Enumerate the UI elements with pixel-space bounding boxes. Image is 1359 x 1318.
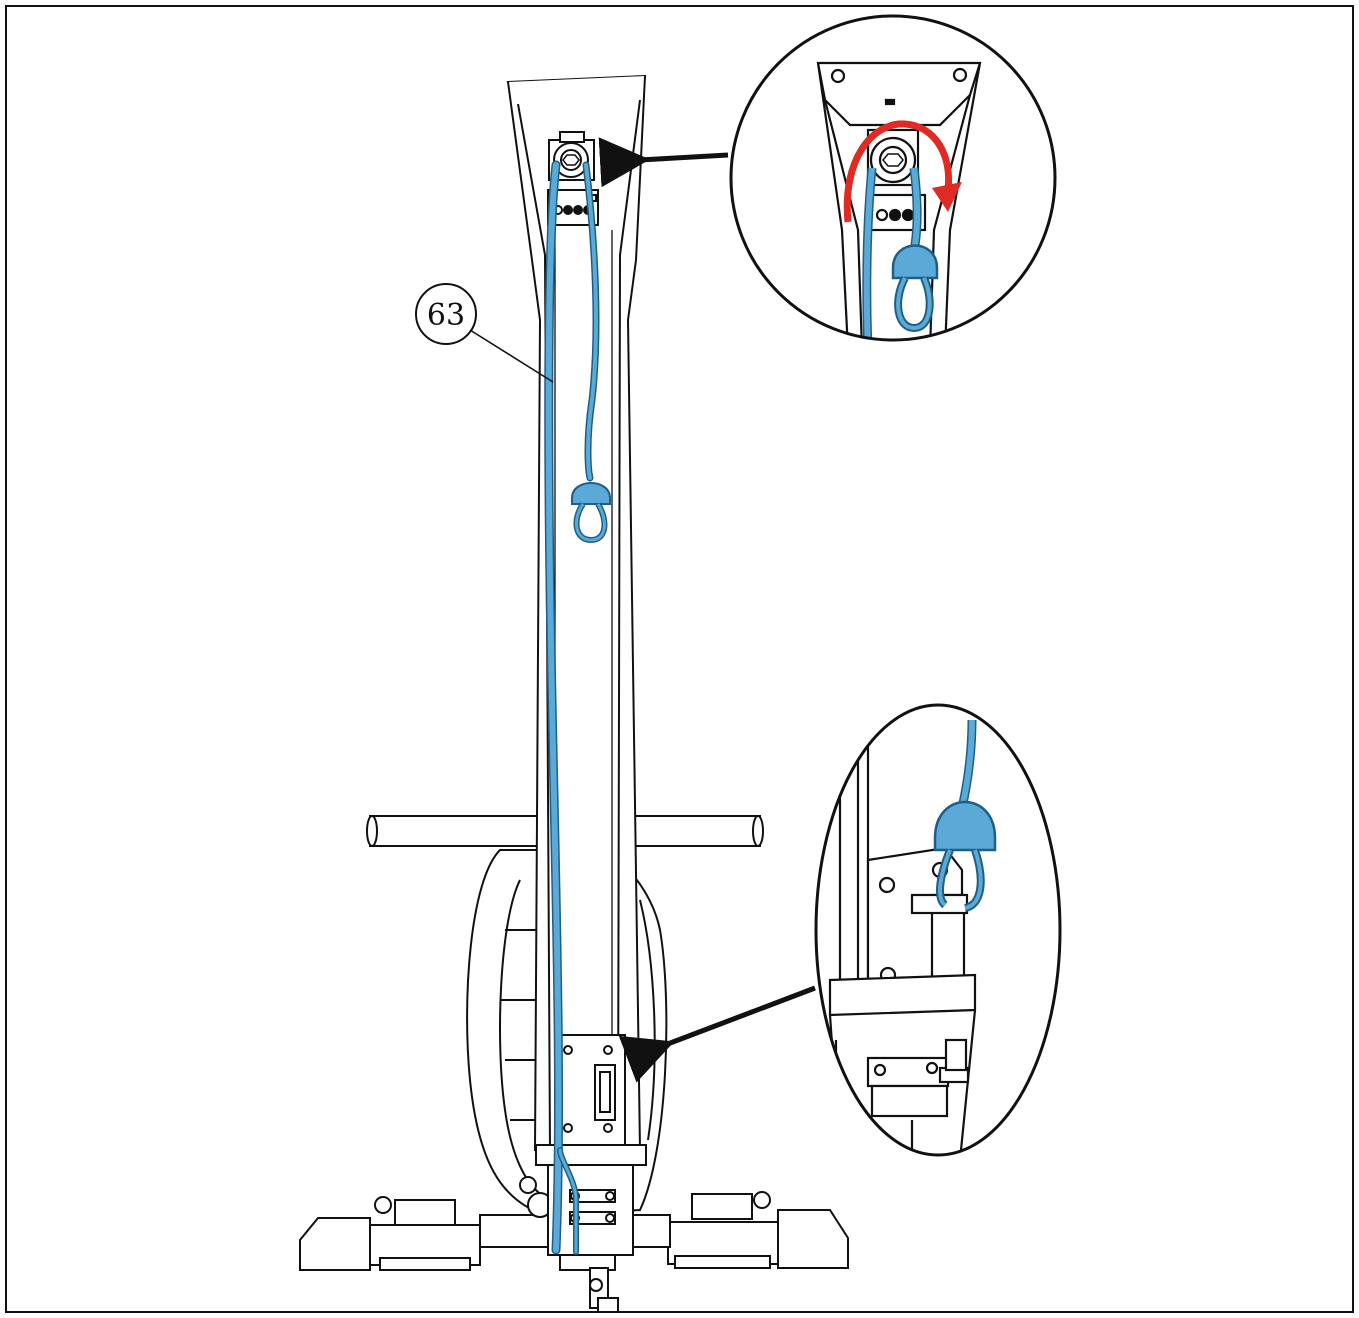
part-number-label: 63 [427, 298, 465, 333]
rotation-arrow-icon [843, 120, 962, 223]
pointer-arrow-icon [618, 985, 816, 1083]
page-frame [5, 5, 1354, 1313]
bottom-detail-view [814, 703, 1062, 1157]
pulley-icon [553, 142, 589, 178]
top-detail-view [729, 14, 1057, 342]
part-callout: 63 [415, 283, 554, 383]
pointer-arrow-icon [598, 137, 729, 188]
cord [544, 160, 600, 1255]
cord-end-cap-icon [571, 482, 611, 544]
